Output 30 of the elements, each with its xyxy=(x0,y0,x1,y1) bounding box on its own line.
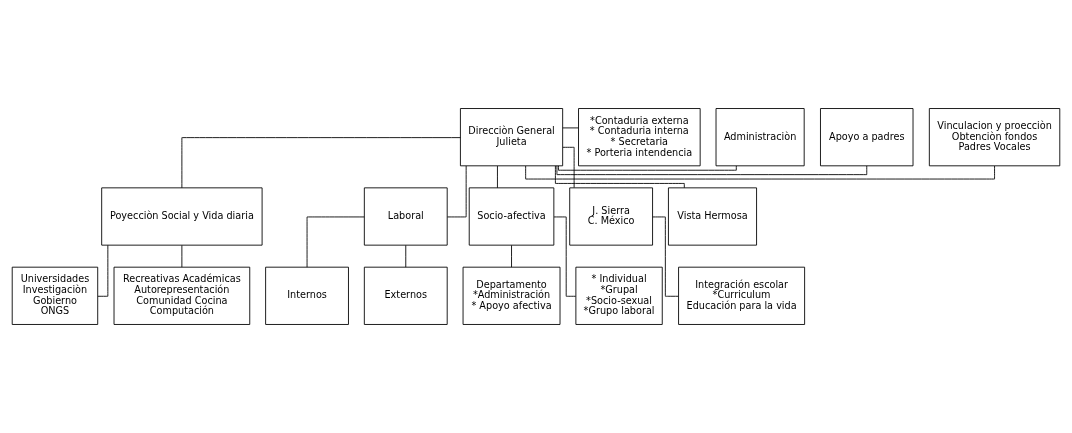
connector xyxy=(562,146,575,188)
connector xyxy=(181,137,461,189)
node-box: Vista Hermosa xyxy=(668,187,758,246)
connector xyxy=(556,165,868,176)
node-box: Administraciòn xyxy=(715,108,805,167)
connector xyxy=(511,244,512,268)
node-box: Apoyo a padres xyxy=(820,108,914,167)
node-box: Recreativas Académicas Autorepresentación Comunidad Cocina Computación xyxy=(113,266,251,325)
connector xyxy=(181,244,183,268)
connector xyxy=(405,244,407,268)
connector xyxy=(562,127,579,129)
node-box: J. Sierra C. México xyxy=(569,187,653,246)
connector xyxy=(97,244,109,297)
node-box: * Individual *Grupal *Socio-sexual *Grupo laboral xyxy=(575,266,663,325)
node-box: Poyecciòn Social y Vida diaria xyxy=(101,187,263,246)
connector xyxy=(306,216,365,268)
node-box: Departamento *Administración * Apoyo afectiva xyxy=(462,266,561,325)
node-box: Universidades Investigaciòn Gobierno ONGS xyxy=(11,266,99,325)
node-box: Socio-afectiva xyxy=(468,187,555,246)
connector xyxy=(554,165,685,189)
node-box: Integración escolar *Curriculum Educación para la vida xyxy=(678,266,806,325)
connector xyxy=(497,165,498,189)
connector xyxy=(558,165,737,171)
node-box: Internos xyxy=(265,266,349,325)
node-box: Laboral xyxy=(363,187,448,246)
node-box: Vinculacion y proecciòn Obtenciòn fondos Padres Vocales xyxy=(928,108,1061,167)
connector xyxy=(446,165,467,218)
node-box: *Contaduria externa * Contaduria interna * Secretaria * Porteria intendencia xyxy=(578,108,701,167)
node-box: Direcciòn General Julieta xyxy=(460,108,564,167)
node-box: Externos xyxy=(363,266,448,325)
